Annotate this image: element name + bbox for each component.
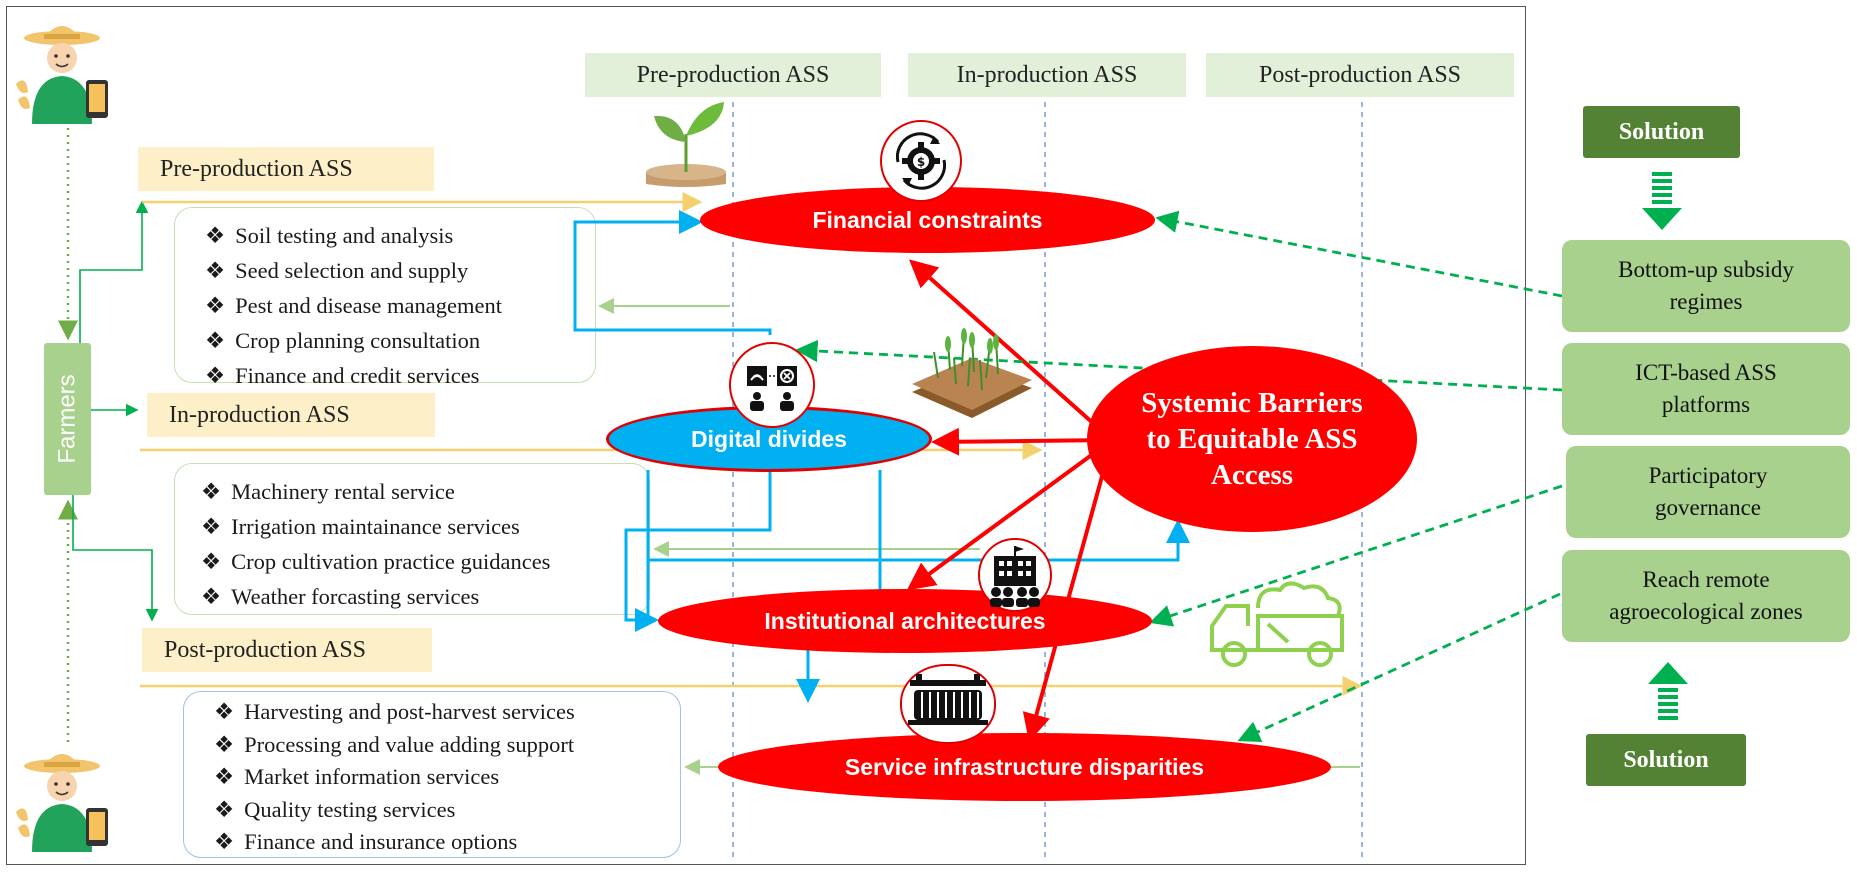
list-item: ❖Harvesting and post-harvest services	[214, 699, 575, 724]
list-item: ❖Finance and credit services	[205, 363, 480, 388]
diagram-frame	[6, 6, 1526, 865]
service-infrastructure-node: Service infrastructure disparities	[718, 733, 1331, 801]
stage-label-in: In-production ASS	[147, 393, 435, 437]
list-item: ❖Crop planning consultation	[205, 328, 481, 353]
svg-text:$: $	[917, 155, 925, 169]
phase-header-post: Post-production ASS	[1206, 53, 1514, 97]
arrow-down-icon	[1640, 172, 1684, 232]
phase-header-in: In-production ASS	[908, 53, 1186, 97]
digital-divide-icon	[729, 342, 815, 428]
list-item: ❖Processing and value adding support	[214, 731, 575, 757]
solution-badge-bottom: Solution	[1586, 734, 1746, 786]
pre-services-list: ❖Soil testing and analysis ❖Seed selecti…	[174, 207, 596, 388]
list-item: ❖Weather forcasting services	[201, 584, 480, 609]
in-services-list: ❖Machinery rental service ❖Irrigation ma…	[174, 463, 650, 615]
conveyor-icon	[900, 664, 996, 744]
list-item: ❖Irrigation maintainance services	[201, 514, 520, 539]
list-item: ❖Machinery rental service	[201, 479, 455, 504]
list-item: ❖Finance and insurance options	[214, 829, 518, 854]
stage-label-post: Post-production ASS	[142, 628, 432, 672]
list-item: ❖Soil testing and analysis	[205, 223, 454, 248]
plant-sprout-icon	[640, 92, 732, 190]
list-item: ❖Market information services	[214, 764, 500, 789]
farm-truck-icon	[1208, 580, 1358, 672]
stage-label-pre: Pre-production ASS	[138, 147, 434, 191]
list-item: ❖Pest and disease management	[205, 293, 502, 318]
solution-badge-top: Solution	[1583, 106, 1740, 158]
list-item: ❖Quality testing services	[214, 796, 456, 822]
list-item: ❖Crop cultivation practice guidances	[201, 549, 551, 574]
post-services-list: ❖Harvesting and post-harvest services ❖P…	[183, 691, 681, 858]
list-item: ❖Seed selection and supply	[205, 258, 469, 283]
institution-building-icon	[978, 538, 1052, 612]
crop-field-icon	[910, 322, 1035, 422]
arrow-up-icon	[1646, 660, 1690, 720]
farmers-box: Farmers	[44, 343, 91, 495]
phase-header-pre: Pre-production ASS	[585, 53, 881, 97]
systemic-barriers-node: Systemic Barriers to Equitable ASS Acces…	[1087, 346, 1417, 532]
institutional-architectures-node: Institutional architectures	[658, 589, 1152, 653]
farmer-icon	[12, 14, 124, 126]
farmer-icon	[12, 742, 124, 854]
money-gear-icon: $	[880, 120, 962, 202]
